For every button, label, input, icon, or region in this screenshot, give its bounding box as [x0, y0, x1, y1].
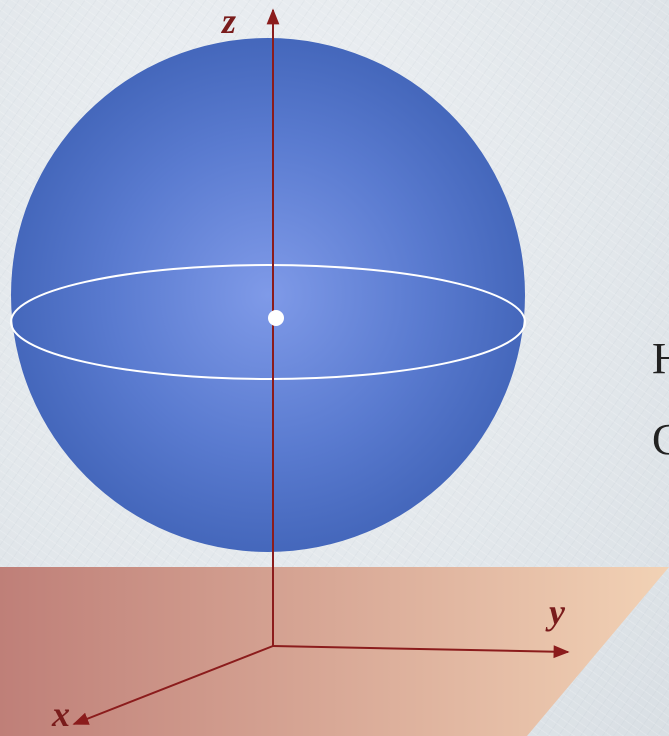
- sphere: [11, 38, 525, 552]
- ground-plane: [0, 567, 669, 736]
- z-axis-label: z: [220, 1, 236, 41]
- equator-ellipse: [10, 264, 526, 380]
- y-axis-label: y: [545, 592, 566, 632]
- side-text-line-1: Н: [652, 334, 669, 383]
- side-text-line-2: С: [652, 415, 669, 464]
- center-point: [268, 310, 284, 326]
- x-axis-label: x: [51, 694, 70, 734]
- x-axis: [72, 645, 274, 725]
- y-axis: [272, 645, 570, 659]
